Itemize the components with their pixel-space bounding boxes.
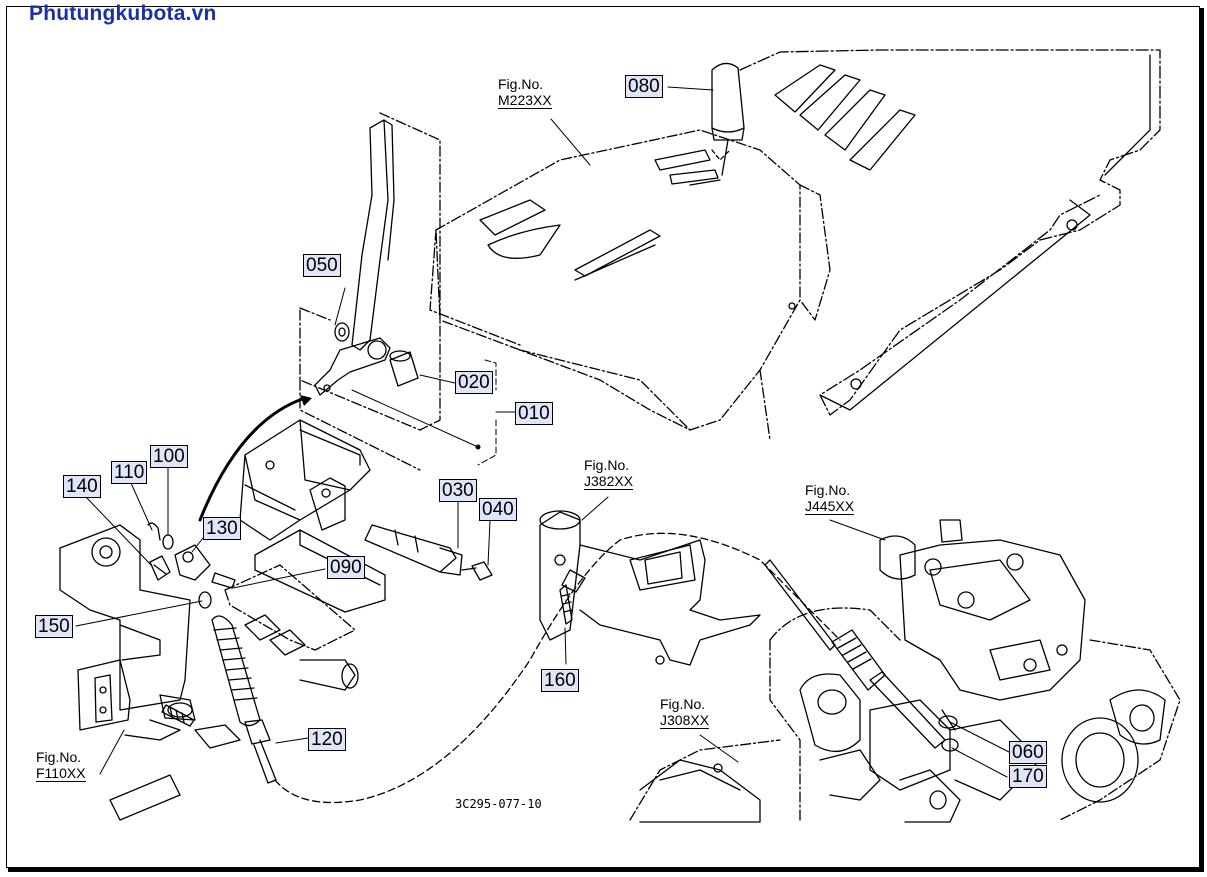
- cable-end-130: [174, 544, 236, 609]
- callout-020[interactable]: 020: [455, 371, 493, 394]
- control-cable-120: [211, 532, 841, 804]
- fig-ref-j382[interactable]: Fig.No. J382XX: [584, 457, 634, 490]
- fig-ref-label: Fig.No.: [584, 457, 630, 473]
- lever-guide-box: [299, 112, 441, 471]
- support-rail: [224, 564, 359, 691]
- frame-shadow-bottom: [8, 868, 1204, 872]
- shift-knob: [711, 62, 745, 176]
- cable-bracket-j382: [539, 510, 761, 666]
- fig-ref-j445[interactable]: Fig.No. J445XX: [805, 482, 855, 515]
- washer-050: [334, 322, 350, 342]
- fig-ref-label: Fig.No.: [660, 696, 706, 712]
- transmission-housing: [879, 519, 1086, 701]
- bolt-040: [461, 561, 493, 581]
- fig-ref-label: Fig.No.: [36, 749, 82, 765]
- leader-lines-center: [550, 86, 714, 665]
- transmission-lower-left: [639, 759, 761, 823]
- leader-lines-left: [75, 467, 309, 775]
- watermark: Phutungkubota.vn: [29, 2, 217, 25]
- frame-shadow-right: [1200, 8, 1204, 872]
- callout-030[interactable]: 030: [439, 479, 477, 502]
- leader-lines-right: [699, 519, 1010, 778]
- fig-ref-code: J382XX: [584, 473, 634, 490]
- fig-ref-code: J445XX: [805, 498, 855, 515]
- callout-050[interactable]: 050: [303, 254, 341, 277]
- fig-ref-code: M223XX: [498, 92, 552, 109]
- leader-lines-lever: [232, 287, 516, 589]
- cable-tie-160: [559, 584, 573, 625]
- console-top-detail: [479, 149, 796, 310]
- fig-ref-j308[interactable]: Fig.No. J308XX: [660, 696, 710, 729]
- callout-150[interactable]: 150: [35, 615, 73, 638]
- cable-end-transmission: [764, 559, 959, 752]
- callout-100[interactable]: 100: [150, 445, 188, 468]
- callout-110[interactable]: 110: [111, 461, 148, 484]
- callout-130[interactable]: 130: [203, 517, 241, 540]
- callout-120[interactable]: 120: [308, 728, 346, 751]
- callout-090[interactable]: 090: [327, 556, 365, 579]
- drawing-number: 3C295-077-10: [455, 797, 542, 811]
- callout-140[interactable]: 140: [63, 475, 101, 498]
- clip-140: [149, 555, 171, 581]
- left-bracket: [59, 524, 241, 821]
- fig-ref-code: J308XX: [660, 712, 710, 729]
- fig-ref-m223[interactable]: Fig.No. M223XX: [498, 76, 552, 109]
- console-cover: [429, 129, 831, 441]
- bushing-020: [389, 350, 419, 387]
- spring-pin: [161, 704, 195, 727]
- fig-ref-code: F110XX: [36, 765, 86, 782]
- callout-060[interactable]: 060: [1009, 741, 1047, 764]
- shift-lever: [314, 119, 395, 396]
- fig-ref-f110[interactable]: Fig.No. F110XX: [36, 749, 86, 782]
- callout-160[interactable]: 160: [541, 669, 579, 692]
- washer-100: [162, 534, 174, 550]
- fig-ref-label: Fig.No.: [498, 76, 544, 92]
- callout-080[interactable]: 080: [625, 75, 663, 98]
- callout-040[interactable]: 040: [479, 498, 517, 521]
- diagram-frame: [6, 6, 1200, 868]
- fender-panel: [739, 49, 1161, 416]
- lever-bracket: [239, 419, 371, 541]
- fig-ref-label: Fig.No.: [805, 482, 851, 498]
- callout-010[interactable]: 010: [515, 402, 553, 425]
- callout-170[interactable]: 170: [1009, 765, 1047, 788]
- motion-arrow: [198, 396, 307, 522]
- shaft-030: [364, 524, 463, 576]
